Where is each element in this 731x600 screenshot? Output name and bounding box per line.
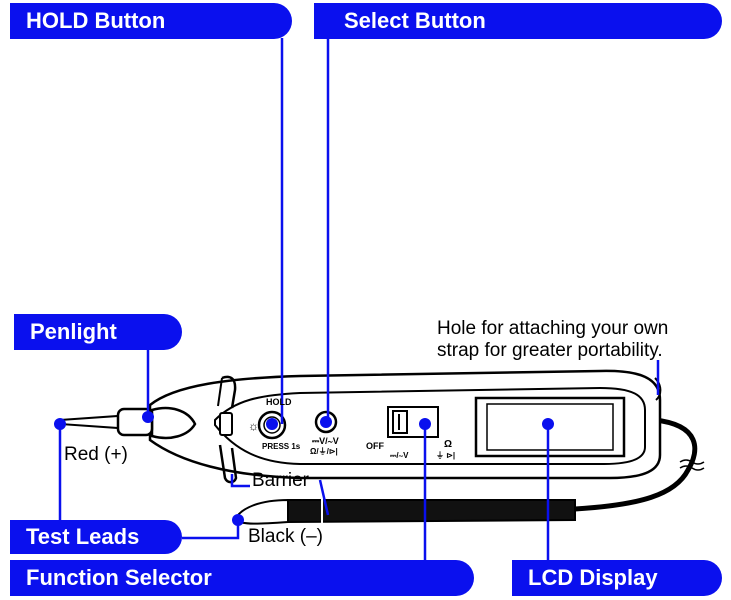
device-volt-print: ⎓/∼V [390,451,409,460]
device-diode-print: ⏚ ⊳| [436,451,456,460]
hold-button-label: HOLD Button [10,3,292,39]
black-probe [287,499,576,524]
strap-hole-line1: Hole for attaching your own [437,318,669,339]
function-selector-label: Function Selector [10,560,474,596]
test-leads-label: Test Leads [10,520,182,554]
device-select-top-print: ⎓V/∼V [312,436,339,446]
penlight-label: Penlight [14,314,182,350]
black-lead-label: Black (–) [248,526,323,547]
device-omega-print: Ω [444,439,453,450]
lcd-display-label: LCD Display [512,560,722,596]
device-hold-print: HOLD [266,397,292,407]
red-probe [59,414,119,430]
select-button-label: Select Button [314,3,722,39]
test-lead-cord [574,417,698,512]
device-select-bottom-print: Ω/⏚/⊳| [310,447,338,456]
light-icon: ☼ [248,419,259,433]
device-press-print: PRESS 1s [262,442,301,451]
strap-hole-line2: strap for greater portability. [437,340,663,361]
device-off-print: OFF [366,441,384,451]
barrier-label: Barrier [252,470,310,491]
red-lead-label: Red (+) [64,444,128,465]
penlight-lens [150,406,197,440]
